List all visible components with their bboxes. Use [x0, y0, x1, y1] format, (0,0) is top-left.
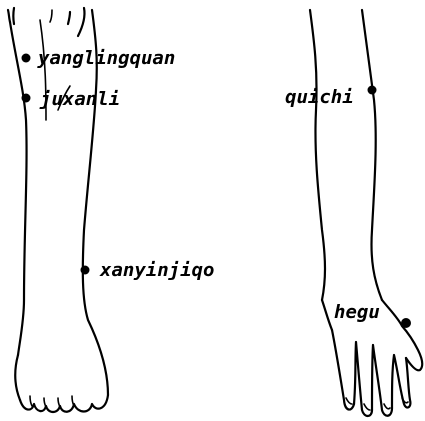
leg-top-stroke-4 — [78, 8, 85, 36]
finger-nail-2 — [364, 404, 370, 410]
toe-nail-3 — [58, 398, 60, 407]
finger-2 — [354, 342, 372, 416]
point-yanglingquan-dot — [22, 54, 31, 63]
leg-outline-left — [10, 22, 27, 355]
label-yanglingquan: yanglingquan — [37, 47, 175, 69]
foot-outline-left — [15, 355, 20, 400]
foot-toes — [20, 395, 108, 412]
finger-nail-1 — [346, 398, 352, 404]
label-juxanli: juxanli — [39, 88, 120, 110]
finger-3 — [372, 345, 392, 416]
point-hegu-dot — [401, 318, 411, 328]
toe-nail-2 — [44, 398, 46, 407]
leg-shin-line-top — [50, 10, 52, 22]
label-hegu: hegu — [334, 301, 380, 323]
label-xanyinjiqo: xanyinjiqo — [99, 259, 214, 281]
arm-outline-right — [362, 10, 382, 300]
leg-top-stroke-2 — [13, 8, 14, 24]
leg-top-stroke-3 — [68, 12, 70, 24]
hand-outline-left — [322, 300, 332, 330]
point-juxanli-dot — [22, 94, 31, 103]
label-quichi: quichi — [285, 86, 354, 108]
arm-outline-left — [310, 10, 325, 300]
toe-nail-1 — [30, 396, 32, 406]
leg-top-stroke-1 — [8, 10, 10, 22]
point-xanyinjiqo-dot — [81, 266, 90, 275]
finger-nail-3 — [384, 404, 390, 409]
arm-figure — [310, 10, 422, 416]
point-quichi-dot — [368, 86, 377, 95]
hand-thumb-outline — [382, 300, 422, 370]
finger-4 — [392, 355, 410, 408]
toe-nail-4 — [72, 396, 74, 406]
finger-1 — [332, 330, 354, 410]
